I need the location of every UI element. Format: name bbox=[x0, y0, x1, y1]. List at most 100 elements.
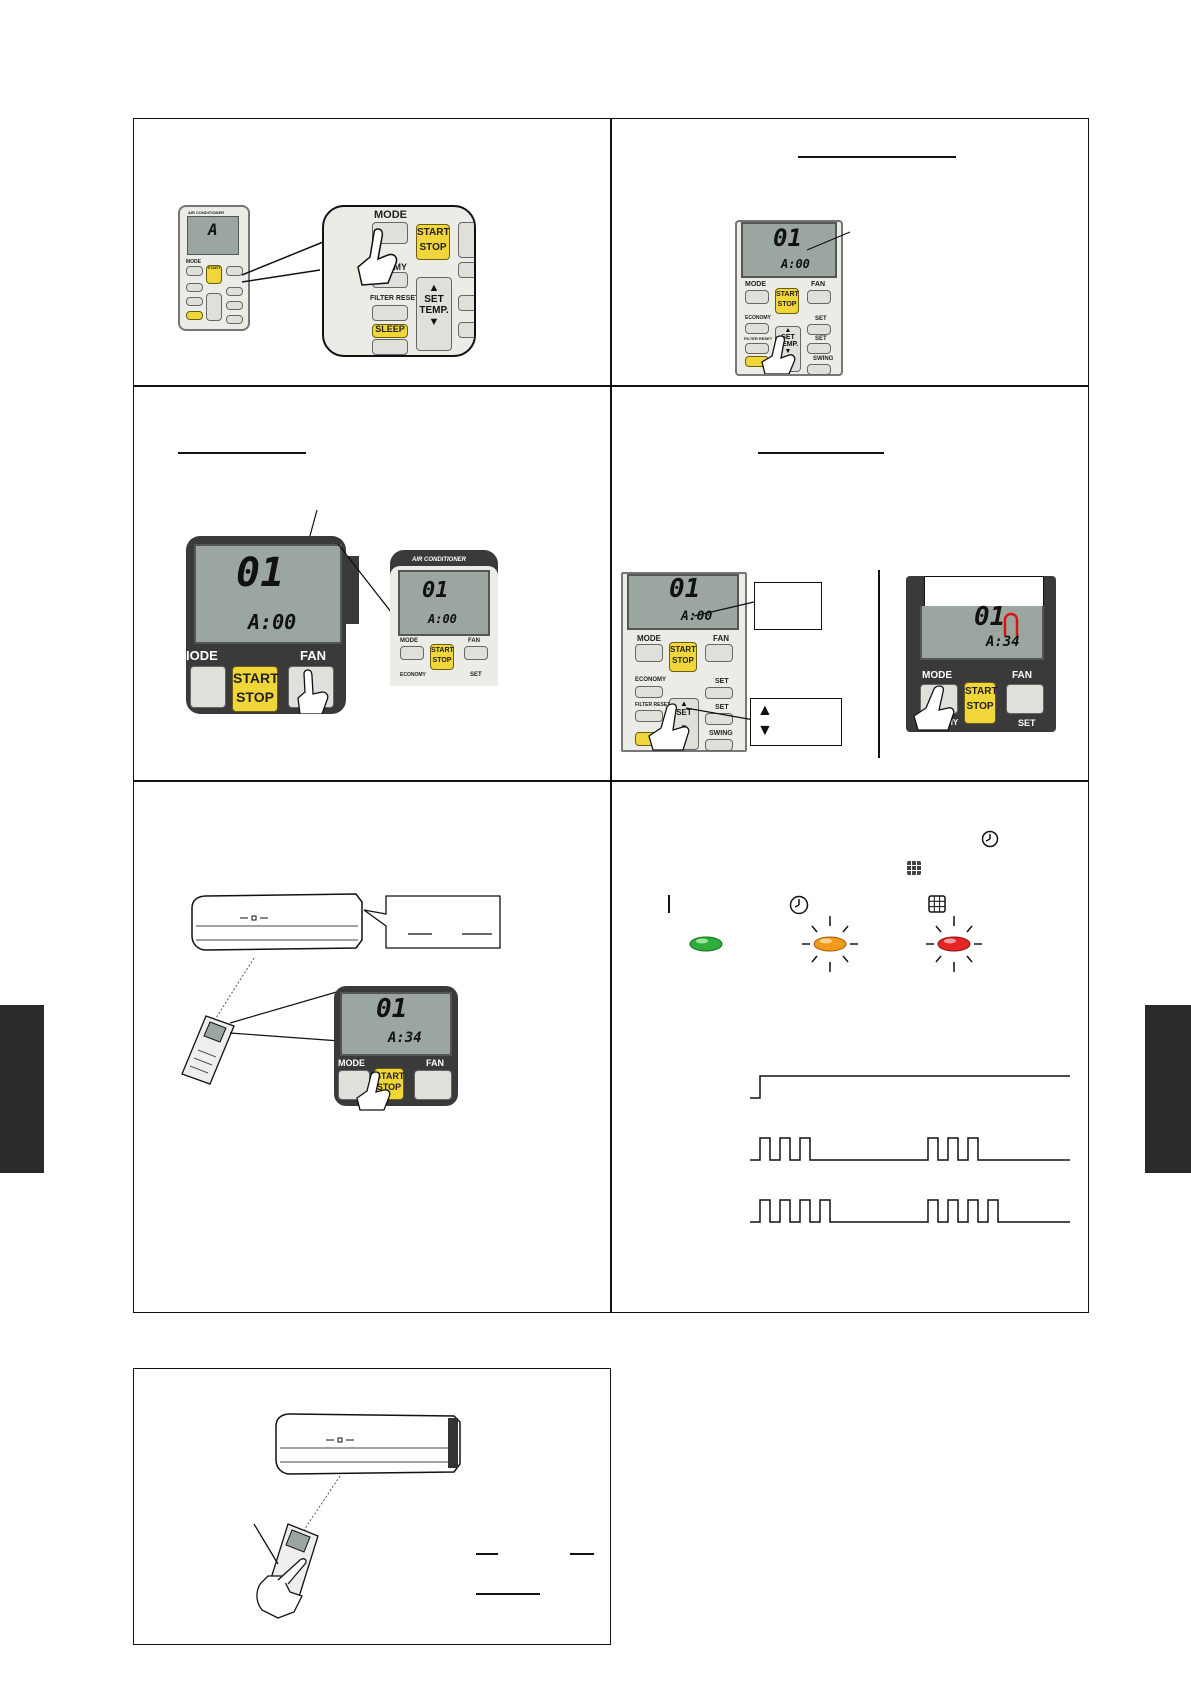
zoom-filter-reset-label: FILTER RESET bbox=[370, 295, 420, 302]
heading-underline bbox=[798, 156, 956, 158]
operation-indicator-icon bbox=[668, 895, 670, 913]
remote-set-temp-button[interactable] bbox=[206, 293, 222, 321]
zoom-start-label: START bbox=[233, 670, 279, 686]
divider-line bbox=[878, 570, 880, 758]
remote-set-label: SET bbox=[1018, 718, 1036, 728]
remote-economy-button[interactable] bbox=[186, 283, 203, 292]
remote-fan-label: FAN bbox=[713, 634, 729, 643]
remote-lcd: 01 A:00 bbox=[627, 574, 739, 630]
remote-fan-button[interactable] bbox=[705, 644, 733, 662]
remote-set-button-a[interactable] bbox=[226, 287, 243, 296]
grid-row-divider-2 bbox=[133, 780, 1089, 782]
zoom-time-display: A:00 bbox=[248, 610, 297, 634]
remote-set-button-b[interactable] bbox=[807, 343, 831, 354]
zoom-right-button-c[interactable] bbox=[458, 322, 474, 338]
blink-pattern-waveform-3 bbox=[750, 1137, 1070, 1161]
remote-left: 01 A:00 MODE FAN START STOP ECONOMY FILT… bbox=[621, 572, 747, 752]
remote-set-label-a: SET bbox=[815, 316, 827, 322]
leader-lines bbox=[685, 601, 755, 721]
zoom-time-display: A:34 bbox=[388, 1030, 422, 1046]
remote-sleep-button[interactable] bbox=[186, 311, 203, 320]
remote-lcd: 01 A:00 bbox=[741, 222, 837, 278]
remote-start-stop-button[interactable]: START bbox=[206, 265, 222, 284]
lcd-code-display: 01 bbox=[974, 602, 1006, 632]
remote-start-stop-button[interactable]: START STOP bbox=[430, 644, 454, 670]
remote-start-stop-button[interactable]: START STOP bbox=[964, 682, 998, 724]
zoom-temp-label: TEMP. bbox=[419, 305, 449, 316]
temp-label: TEMP. bbox=[777, 341, 799, 348]
zoom-fan-button[interactable] bbox=[414, 1070, 452, 1100]
remote-fan-button[interactable] bbox=[1006, 684, 1044, 714]
remote-swing-button[interactable] bbox=[226, 315, 243, 324]
zoom-filter-button[interactable] bbox=[372, 305, 408, 321]
zoom-right-button-a[interactable] bbox=[458, 262, 474, 278]
pointing-hand-icon bbox=[297, 669, 329, 714]
up-arrow-icon: ▲ bbox=[784, 327, 792, 334]
remote-economy-button[interactable] bbox=[635, 686, 663, 698]
zoom-stop-label: STOP bbox=[236, 688, 274, 705]
zoom-set-temp-button[interactable]: ▲ SET TEMP. ▼ bbox=[416, 277, 452, 351]
zoom-mode-button[interactable] bbox=[190, 666, 226, 708]
text-underline-1 bbox=[476, 1553, 498, 1555]
remote-filter-button[interactable] bbox=[745, 343, 769, 354]
reset-procedure-box bbox=[133, 1368, 611, 1645]
remote-fan-label: FAN bbox=[468, 638, 480, 644]
remote-fan-label: FAN bbox=[1012, 670, 1032, 681]
blink-pattern-waveform-4 bbox=[750, 1199, 1070, 1223]
red-blink-mark bbox=[1003, 612, 1019, 636]
text-underline-3 bbox=[476, 1593, 540, 1595]
zoom-callout-lines bbox=[241, 239, 329, 283]
indoor-unit-illustration bbox=[275, 1413, 461, 1475]
remote-mode-label: MODE bbox=[400, 638, 418, 644]
remote-fan-button[interactable] bbox=[807, 290, 831, 304]
zoom-sleep-button[interactable]: SLEEP bbox=[372, 324, 408, 338]
text-underline-2 bbox=[570, 1553, 594, 1555]
zoom-stop-label: STOP bbox=[419, 241, 447, 253]
zoom-start-label: START bbox=[375, 1071, 405, 1081]
lcd-time-display: A:00 bbox=[781, 257, 810, 271]
remote-set-label-b: SET bbox=[815, 336, 827, 342]
remote-mode-button[interactable] bbox=[400, 646, 424, 660]
zoom-right-button-b[interactable] bbox=[458, 295, 474, 311]
white-callout-box bbox=[924, 576, 1044, 608]
zoom-stop-label: STOP bbox=[376, 1082, 402, 1093]
zoom-lcd: 01 A:00 bbox=[194, 544, 342, 644]
remote-fan-button[interactable] bbox=[226, 266, 243, 276]
remote-lcd: 01 A:34 bbox=[920, 602, 1044, 660]
remote-lcd: A bbox=[187, 216, 239, 255]
timer-clock-icon bbox=[789, 895, 809, 915]
remote-set-button-a[interactable] bbox=[705, 687, 733, 699]
remote-mode-button[interactable] bbox=[186, 266, 203, 276]
remote-economy-button[interactable] bbox=[745, 323, 769, 334]
remote-fan-button[interactable] bbox=[464, 646, 488, 660]
remote-fan-label: FAN bbox=[811, 281, 825, 288]
remote-mode-button[interactable] bbox=[635, 644, 663, 662]
remote-mode-label: MODE bbox=[186, 259, 201, 265]
remote-mode-button[interactable] bbox=[745, 290, 769, 304]
remote-start-stop-button[interactable]: START STOP bbox=[775, 288, 799, 314]
remote-filter-label: FILTER RESET bbox=[744, 336, 773, 341]
heading-underline bbox=[178, 452, 306, 454]
remote-start-stop-button[interactable]: START STOP bbox=[669, 642, 697, 672]
zoom-side-button[interactable] bbox=[458, 222, 474, 258]
hand-holding-remote-illustration bbox=[253, 1523, 319, 1619]
zoom-start-stop-button[interactable]: START STOP bbox=[416, 224, 450, 260]
remote-filter-button[interactable] bbox=[635, 710, 663, 722]
remote-economy-label: ECONOMY bbox=[745, 315, 771, 321]
remote-swing-button[interactable] bbox=[705, 739, 733, 751]
zoom-sleep-lower-button[interactable] bbox=[372, 339, 408, 355]
zoom-start-stop-button[interactable]: START STOP bbox=[232, 666, 279, 712]
zoomed-remote-panel: 01 A:34 MODE FAN START STOP bbox=[334, 986, 458, 1111]
remote-swing-label: SWING bbox=[709, 730, 733, 737]
continuous-on-waveform bbox=[750, 1075, 1070, 1099]
up-arrow-icon: ▲ bbox=[680, 699, 688, 708]
remote-swing-button[interactable] bbox=[807, 364, 831, 375]
remote-filter-button[interactable] bbox=[186, 297, 203, 306]
remote-swing-label: SWING bbox=[813, 356, 834, 362]
remote-mode-label: MODE bbox=[922, 670, 952, 681]
down-triangle-icon: ▼ bbox=[757, 722, 773, 739]
remote-set-button-a[interactable] bbox=[807, 324, 831, 335]
remote-set-button-b[interactable] bbox=[226, 301, 243, 310]
left-side-tab bbox=[0, 1005, 44, 1173]
green-led-on bbox=[689, 936, 723, 952]
